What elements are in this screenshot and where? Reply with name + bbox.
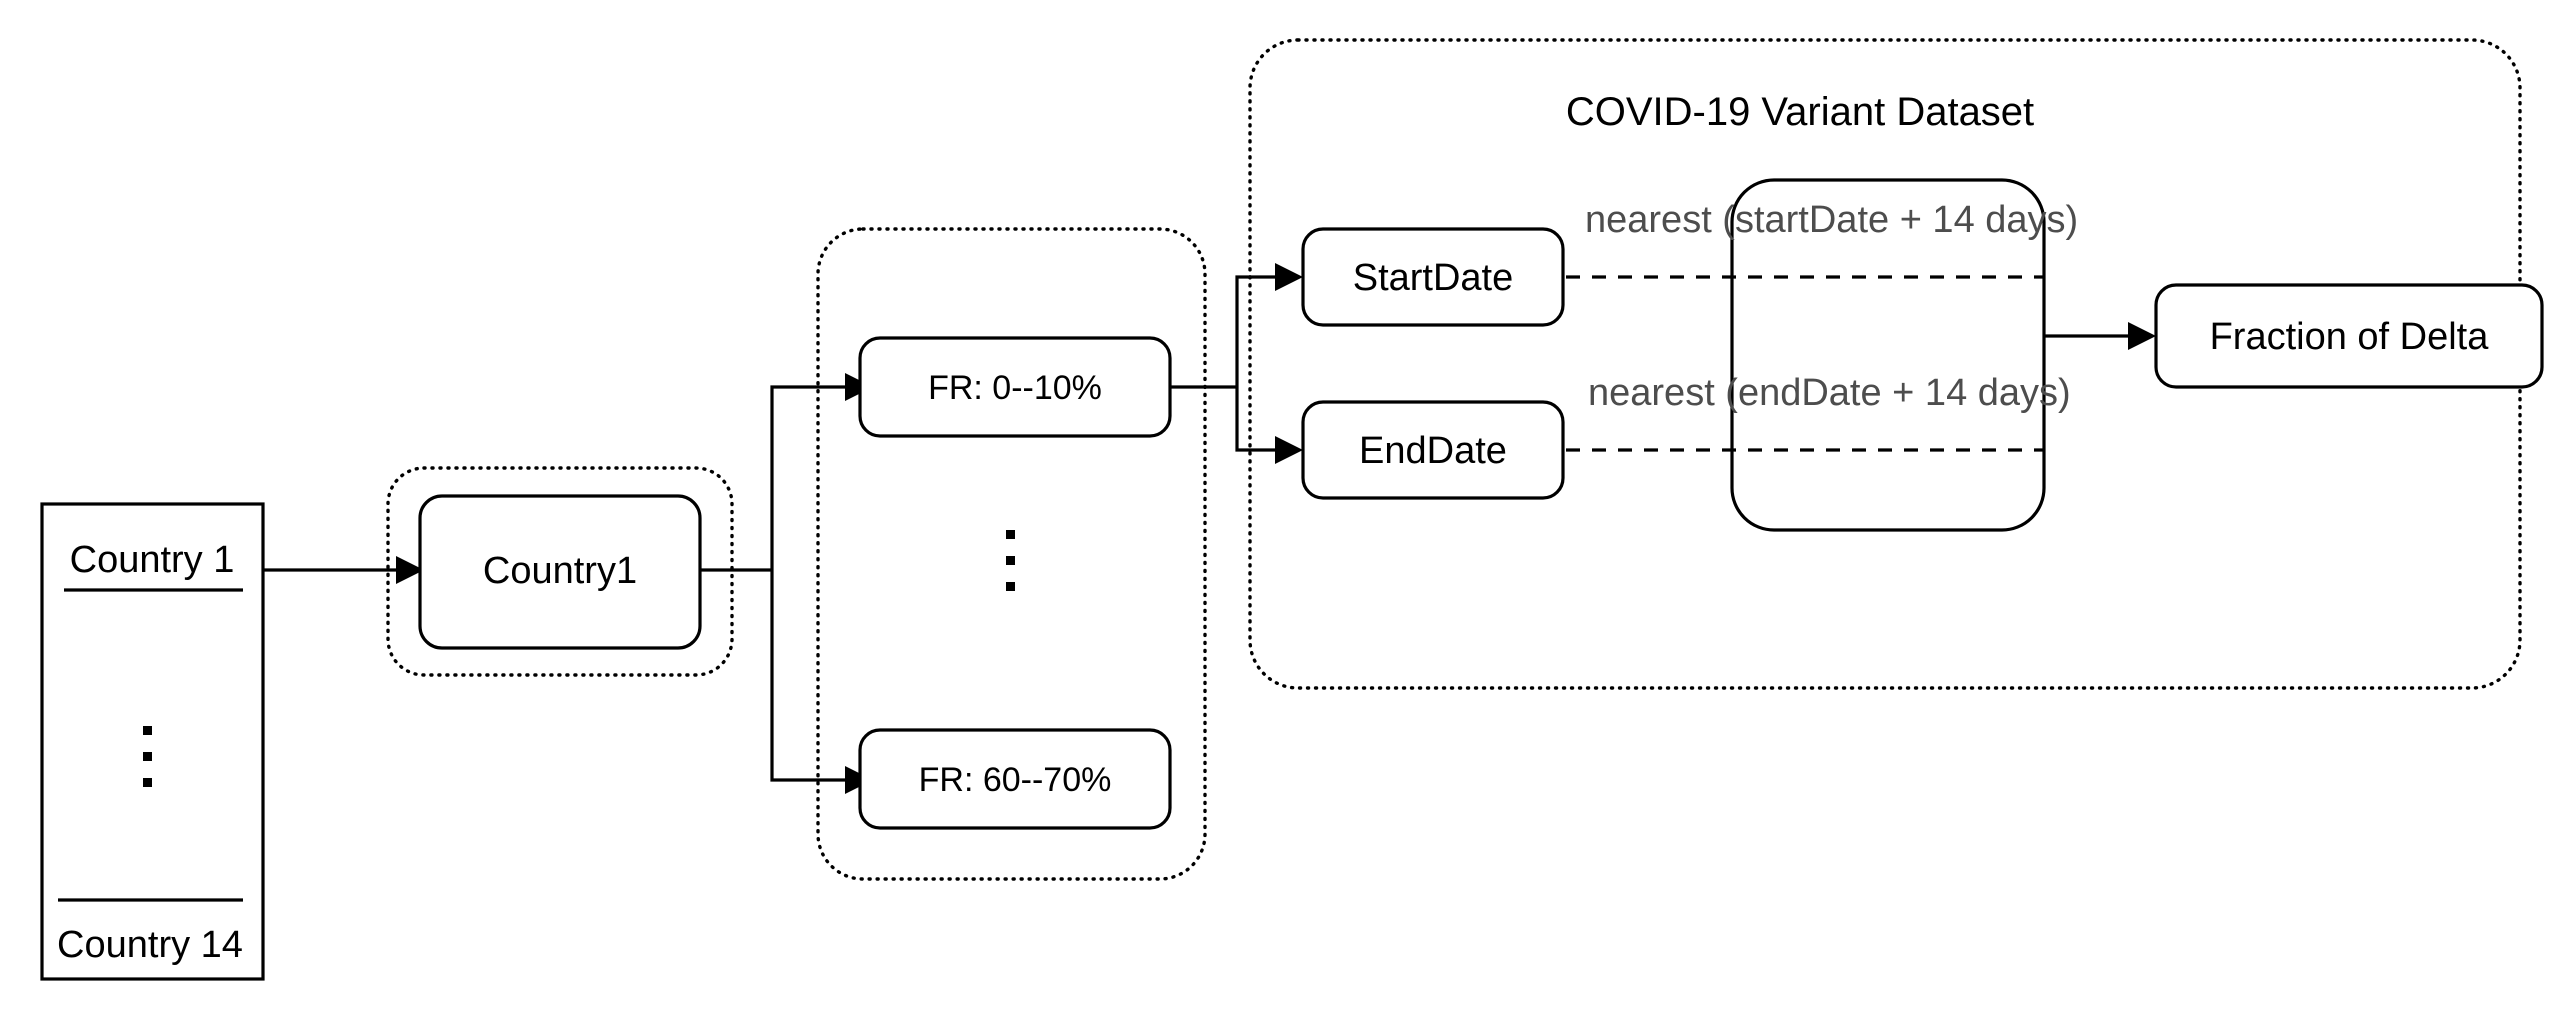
start-date-node[interactable] (1301, 227, 1565, 327)
country-table: Country 1 Country 14 (40, 502, 265, 981)
fraction-range-group-border (816, 227, 1207, 881)
fraction-range-ellipsis-icon (1006, 530, 1015, 591)
fraction-range-node-last[interactable] (858, 728, 1172, 830)
dataset-group: COVID-19 Variant Dataset StartDate EndDa… (1248, 38, 2544, 690)
dataset-group-border (1248, 38, 2522, 690)
country-node[interactable] (418, 494, 702, 650)
country-table-last-row: Country 14 (57, 924, 243, 966)
country-table-first-row: Country 1 (70, 539, 235, 581)
fraction-range-last-label: FR: 60--70% (919, 761, 1112, 799)
start-date-node-label: StartDate (1353, 257, 1514, 299)
fraction-of-delta-label: Fraction of Delta (2210, 316, 2490, 358)
edge-lookup-to-output (2044, 322, 2156, 350)
dataset-group-title: COVID-19 Variant Dataset (1566, 90, 2034, 134)
fraction-range-first-label: FR: 0--10% (928, 369, 1102, 407)
end-date-node[interactable] (1301, 400, 1565, 500)
country-node-label: Country1 (483, 550, 637, 592)
variant-lookup-node[interactable] (1730, 178, 2046, 532)
end-date-node-label: EndDate (1359, 430, 1507, 472)
country-table-ellipsis-icon (143, 726, 152, 787)
country-group-border (386, 466, 734, 677)
end-date-edge-label: nearest (endDate + 14 days) (1588, 372, 2071, 414)
edge-country-to-fr-ranges (700, 373, 873, 794)
edge-table-to-country (263, 556, 424, 584)
country-group: Country1 (386, 466, 734, 677)
edge-fr-to-dates (1170, 263, 1303, 464)
fraction-of-delta-node[interactable] (2154, 283, 2544, 389)
fraction-range-group: FR: 0--10% FR: 60--70% (816, 227, 1207, 881)
start-date-edge-label: nearest (startDate + 14 days) (1585, 199, 2078, 241)
